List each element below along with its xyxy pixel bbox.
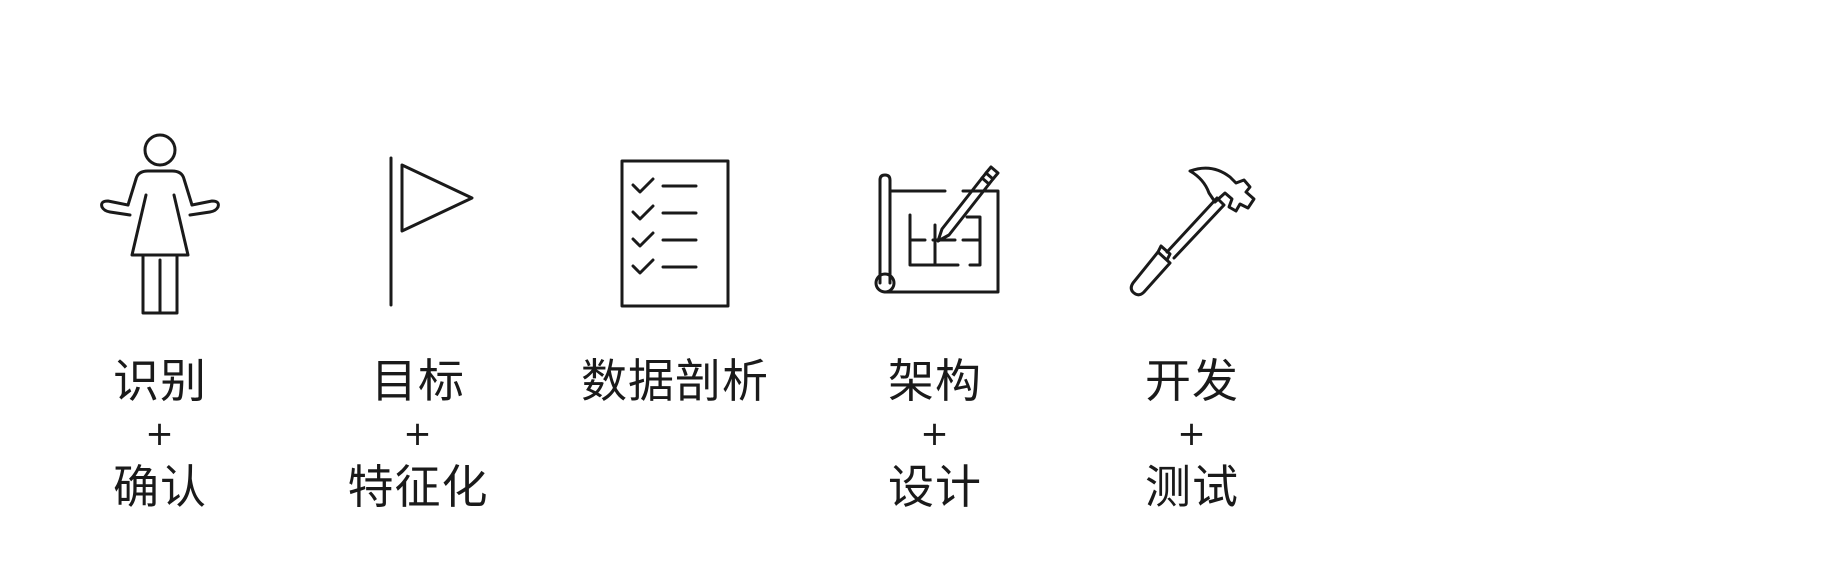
label-line-1: 数据剖析 <box>581 354 769 408</box>
label-plus: + <box>920 414 950 454</box>
label-line-2: 确认 <box>113 460 207 514</box>
label-line-2: 特征化 <box>347 460 489 514</box>
label-plus: + <box>1177 414 1207 454</box>
label-line-1: 目标 <box>371 354 465 408</box>
label-line-1: 开发 <box>1145 354 1239 408</box>
step-label: 识别 + 确认 <box>30 355 290 514</box>
step-data-profiling: 数据剖析 <box>545 0 805 576</box>
step-label: 目标 + 特征化 <box>288 355 548 514</box>
blueprint-pencil-icon <box>855 125 1015 315</box>
step-goal-characterize: 目标 + 特征化 <box>288 0 548 576</box>
flag-icon <box>338 125 498 315</box>
label-line-1: 识别 <box>113 354 207 408</box>
label-line-2: 测试 <box>1145 460 1239 514</box>
label-plus: + <box>145 414 175 454</box>
person-shrug-icon <box>80 125 240 315</box>
label-line-2: 设计 <box>888 460 982 514</box>
step-label: 开发 + 测试 <box>1062 355 1322 514</box>
step-identify-confirm: 识别 + 确认 <box>30 0 290 576</box>
label-line-1: 架构 <box>888 354 982 408</box>
step-architecture-design: 架构 + 设计 <box>805 0 1065 576</box>
hammer-icon <box>1112 125 1272 315</box>
step-label: 架构 + 设计 <box>805 355 1065 514</box>
step-develop-test: 开发 + 测试 <box>1062 0 1322 576</box>
step-label: 数据剖析 <box>545 355 805 408</box>
checklist-icon <box>595 125 755 315</box>
label-plus: + <box>403 414 433 454</box>
